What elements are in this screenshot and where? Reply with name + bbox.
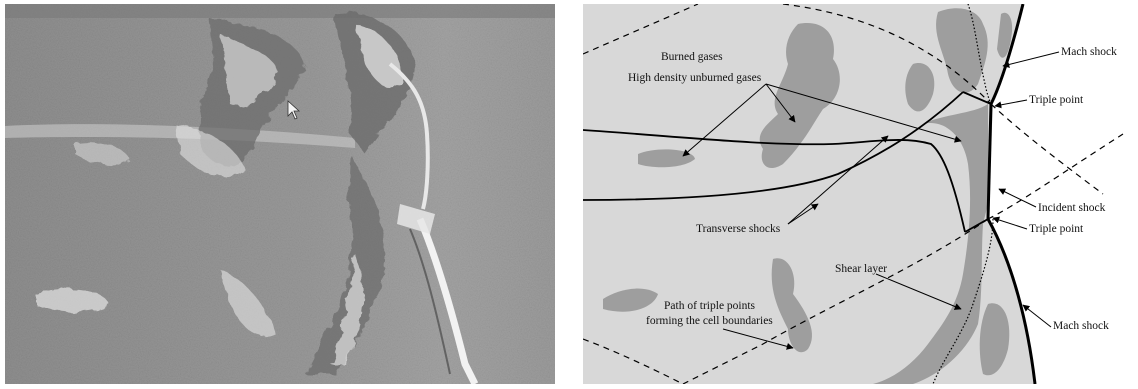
label-transverse-shocks: Transverse shocks [696,223,781,235]
schlieren-photograph [5,4,555,384]
label-triple-point-top: Triple point [1029,94,1084,106]
label-path-line2: forming the cell boundaries [646,315,773,327]
label-triple-point-bottom: Triple point [1029,223,1084,235]
label-mach-shock-bottom: Mach shock [1053,320,1109,332]
label-path-line1: Path of triple points [664,300,756,312]
label-shear-layer: Shear layer [835,263,887,275]
label-mach-shock-top: Mach shock [1061,46,1117,58]
label-high-density-unburned: High density unburned gases [628,72,762,84]
label-incident-shock: Incident shock [1038,202,1106,214]
detonation-schematic: Burned gases High density unburned gases… [583,4,1133,384]
photo-top-dark-band [5,4,555,18]
label-burned-gases: Burned gases [661,51,723,63]
